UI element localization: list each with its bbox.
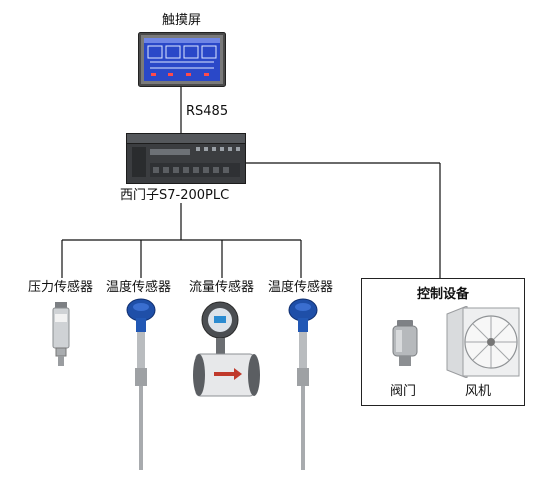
control-equipment-box [361, 278, 525, 406]
sensor-label-pressure: 压力传感器 [28, 280, 94, 295]
sensor-label-temperature-2: 温度传感器 [268, 280, 334, 295]
rs485-label: RS485 [186, 104, 229, 119]
valve-icon [392, 320, 418, 366]
sensor-label-temperature-1: 温度传感器 [106, 280, 172, 295]
touchscreen-icon [138, 32, 226, 87]
device-label-valve: 阀门 [390, 384, 417, 399]
plc-label: 西门子S7-200PLC [120, 188, 230, 203]
hmi-label: 触摸屏 [162, 13, 202, 28]
control-equipment-title: 控制设备 [417, 287, 470, 302]
flowmeter-icon [193, 301, 260, 397]
device-label-fan: 风机 [465, 384, 492, 399]
sensor-label-flow: 流量传感器 [189, 280, 255, 295]
fan-icon [446, 306, 520, 378]
thermocouple-icon [288, 298, 318, 470]
plc-icon [126, 133, 246, 184]
thermocouple-icon [126, 298, 156, 470]
pressure-sensor-icon [52, 302, 70, 366]
